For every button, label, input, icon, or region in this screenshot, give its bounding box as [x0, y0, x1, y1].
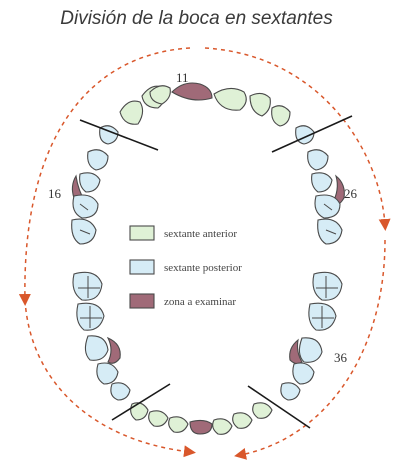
lower-left-posterior-teeth: [281, 272, 342, 400]
tooth-11-highlight: [172, 83, 212, 100]
legend-swatch-anterior: [130, 226, 154, 240]
tooth-41-highlight: [190, 420, 212, 434]
legend-swatch-posterior: [130, 260, 154, 274]
tooth-number-16: 16: [48, 186, 62, 201]
legend: sextante anterior sextante posterior zon…: [130, 226, 242, 308]
legend-label-anterior: sextante anterior: [164, 228, 237, 240]
upper-right-posterior-teeth: [72, 126, 118, 244]
lower-anterior-teeth: [131, 403, 272, 434]
tooth-46-highlight: [108, 338, 120, 363]
legend-label-zone: zona a examinar: [164, 296, 236, 308]
tooth-number-11: 11: [176, 70, 189, 85]
lower-right-posterior-teeth: [73, 272, 130, 400]
legend-swatch-zone: [130, 294, 154, 308]
legend-label-posterior: sextante posterior: [164, 262, 242, 274]
rotation-arrow-right: [205, 48, 385, 225]
upper-left-posterior-teeth: [296, 126, 345, 244]
tooth-number-26: 26: [344, 186, 358, 201]
divider-upper-right: [80, 120, 158, 150]
tooth-number-36: 36: [334, 350, 348, 365]
upper-anterior-teeth: [120, 83, 290, 126]
